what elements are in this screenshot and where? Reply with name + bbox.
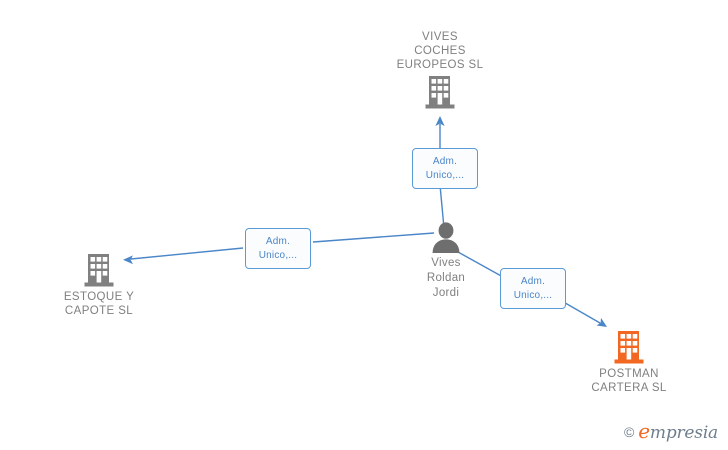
node-estoque-y-capote-sl[interactable]: ESTOQUE Y CAPOTE SL [29, 253, 169, 318]
edge-label-estoque[interactable]: Adm. Unico,... [245, 228, 311, 269]
node-label: POSTMAN CARTERA SL [591, 368, 667, 394]
node-postman-cartera-sl[interactable]: POSTMAN CARTERA SL [559, 330, 699, 395]
edge-label-postman[interactable]: Adm. Unico,... [500, 268, 566, 309]
person-icon [376, 222, 516, 253]
node-label: VIVES COCHES EUROPEOS SL [396, 31, 484, 71]
copyright-icon: © [623, 423, 635, 440]
building-icon [559, 330, 699, 364]
node-vives-coches-europeos-sl[interactable]: VIVES COCHES EUROPEOS SL [370, 30, 510, 109]
edge-label-vives-coches[interactable]: Adm. Unico,... [412, 148, 478, 189]
empresia-watermark: © empresia [624, 421, 718, 442]
brand-lead-letter: e [638, 419, 650, 443]
node-label: ESTOQUE Y CAPOTE SL [63, 291, 135, 317]
building-icon [370, 75, 510, 109]
node-label: Vives Roldan Jordi [426, 257, 466, 299]
brand-logo: empresia [638, 421, 718, 442]
building-icon [29, 253, 169, 287]
brand-rest-letters: mpresia [649, 423, 718, 443]
node-vives-roldan-jordi[interactable]: Vives Roldan Jordi [376, 222, 516, 301]
